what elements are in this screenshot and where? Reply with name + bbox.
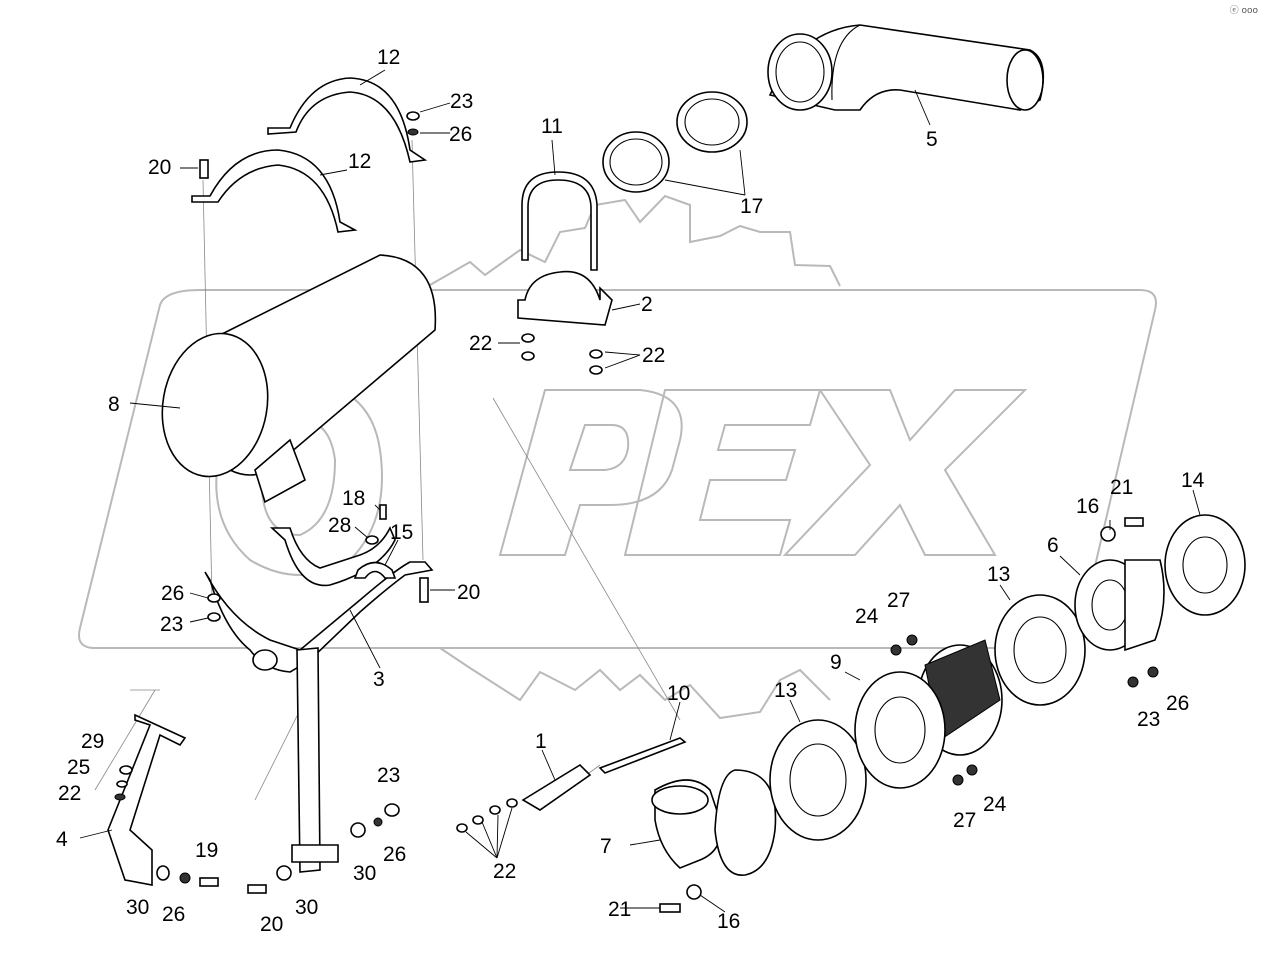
part-label-22-clamp: 22: [493, 860, 516, 883]
elbow-pipe-part-5: [767, 24, 1045, 111]
part-label-27-upper: 27: [887, 589, 910, 612]
part-label-26-bottom-mid: 26: [383, 843, 406, 866]
flange-part-6: [1074, 559, 1165, 652]
part-label-29: 29: [81, 730, 104, 753]
u-bolt-part-11: [521, 171, 598, 271]
part-label-12-upper: 12: [377, 46, 400, 69]
part-label-12-lower: 12: [348, 150, 371, 173]
part-label-24-lower: 24: [983, 793, 1007, 816]
part-label-24-upper: 24: [855, 605, 879, 628]
part-label-11: 11: [541, 115, 563, 138]
leader-lines: [79, 69, 1201, 913]
strap-upper-part-12: [267, 77, 428, 163]
part-label-9: 9: [830, 651, 842, 674]
part-label-20-bottom: 20: [260, 913, 283, 936]
part-label-17: 17: [740, 195, 763, 218]
stay-bracket-part-4: [107, 713, 187, 886]
muffler-part-8: [161, 254, 437, 504]
gasket-part-14: [1164, 514, 1246, 616]
part-label-15: 15: [390, 521, 413, 544]
part-label-18: 18: [342, 487, 365, 510]
part-label-30-bottom-left: 30: [126, 896, 149, 919]
part-label-22-stay: 22: [58, 782, 81, 805]
part-label-4: 4: [56, 828, 68, 851]
part-label-20-top: 20: [148, 156, 171, 179]
corner-mark: ⓔ ooo: [1229, 6, 1258, 16]
part-label-27-lower: 27: [953, 809, 976, 832]
part-label-26-right: 26: [1166, 692, 1189, 715]
part-label-13-right: 13: [987, 563, 1010, 586]
part-label-23-top: 23: [450, 90, 473, 113]
clamp-rings-part-17: [602, 91, 748, 193]
part-label-14: 14: [1181, 469, 1205, 492]
part-label-23-right: 23: [1137, 708, 1160, 731]
strap-lower-part-12: [191, 149, 358, 233]
part-label-26-top: 26: [449, 123, 472, 146]
part-label-23-bottom: 23: [377, 764, 400, 787]
part-label-23-left: 23: [160, 613, 183, 636]
saddle-bracket-part-2: [517, 270, 613, 326]
clamp-body-part-1: [521, 763, 592, 811]
part-label-13-left: 13: [774, 679, 797, 702]
part-label-25: 25: [67, 756, 90, 779]
part-label-21-upper: 21: [1110, 476, 1133, 499]
part-label-7: 7: [600, 835, 612, 858]
part-label-30-bottom-mid: 30: [295, 896, 318, 919]
bellows-part-9: [854, 639, 1003, 789]
part-label-28: 28: [328, 514, 351, 537]
part-label-10: 10: [667, 682, 690, 705]
gasket-part-13-right: [994, 594, 1086, 706]
part-label-30-bottom-right: 30: [353, 862, 376, 885]
gasket-part-13-left: [769, 719, 867, 841]
part-label-2: 2: [641, 293, 653, 316]
part-label-5: 5: [926, 128, 938, 151]
part-label-20-mid: 20: [457, 581, 480, 604]
part-label-3: 3: [373, 668, 385, 691]
part-label-16-lower: 16: [717, 910, 740, 933]
clamp-part-15: [353, 561, 397, 579]
part-label-21-lower: 21: [608, 898, 631, 921]
rod-part-10: [598, 737, 687, 774]
part-label-8: 8: [108, 393, 120, 416]
part-label-22-saddle-right: 22: [642, 344, 665, 367]
part-label-22-saddle-left: 22: [469, 332, 492, 355]
part-label-1: 1: [535, 730, 547, 753]
part-label-26-bottom-left: 26: [162, 903, 185, 926]
fasteners: [114, 111, 1159, 913]
part-label-16-upper: 16: [1076, 495, 1099, 518]
part-labels: 1 2 3 4 5 6 7 8 9 10 11 12 12 13 13 14 1…: [56, 46, 1205, 936]
part-label-26-left: 26: [161, 582, 184, 605]
part-label-19: 19: [195, 839, 218, 862]
bracket-part-3: [204, 526, 434, 873]
elbow-flange-part-7: [651, 769, 777, 876]
part-label-6: 6: [1047, 534, 1059, 557]
